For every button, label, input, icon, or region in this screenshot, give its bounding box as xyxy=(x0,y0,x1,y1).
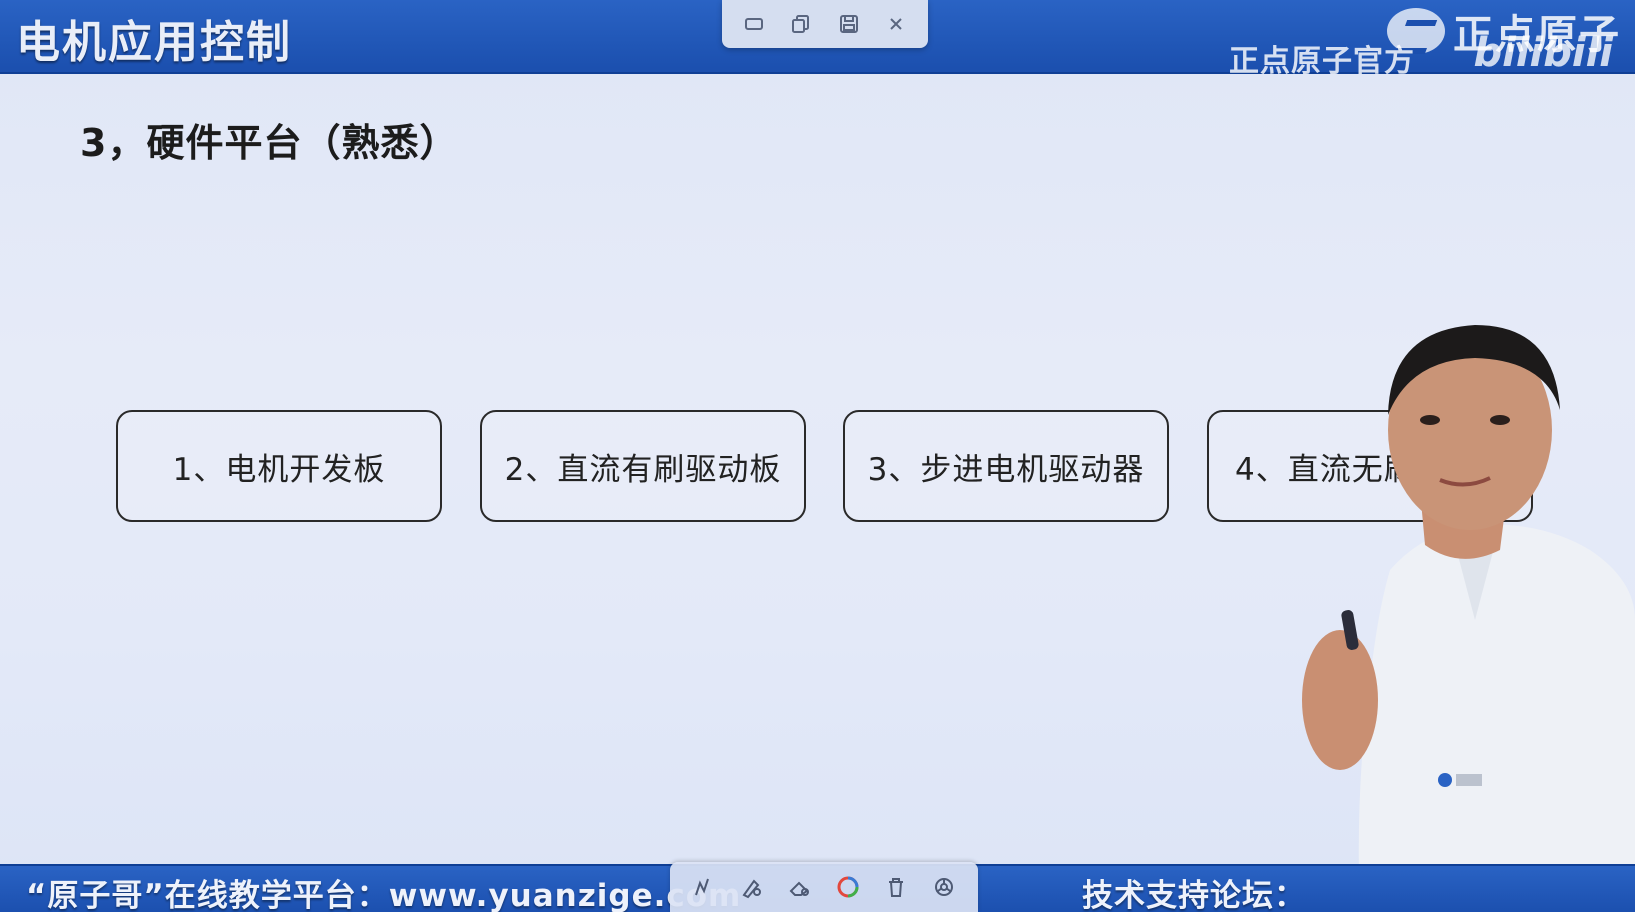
annotation-toolbar xyxy=(670,862,978,912)
channel-watermark: 正点原子官方 xyxy=(1229,44,1415,79)
hardware-card-dc-brushed-driver: 2、直流有刷驱动板 xyxy=(480,410,806,522)
close-icon[interactable] xyxy=(880,8,912,40)
hardware-card-stepper-driver: 3、步进电机驱动器 xyxy=(843,410,1169,522)
eraser-icon[interactable] xyxy=(783,870,817,904)
slide-heading: 3，硬件平台（熟悉） xyxy=(80,121,459,165)
copy-icon[interactable] xyxy=(785,8,817,40)
save-icon[interactable] xyxy=(833,8,865,40)
course-title: 电机应用控制 xyxy=(16,17,292,68)
brand-logo: 正点原子 xyxy=(1387,2,1621,60)
brand-mark-icon xyxy=(1387,8,1445,54)
platform-url-text: “原子哥”在线教学平台：www.yuanzige.com xyxy=(26,878,742,912)
settings-icon[interactable] xyxy=(927,870,961,904)
brand-name: 正点原子 xyxy=(1453,12,1621,58)
color-picker-icon[interactable] xyxy=(831,870,865,904)
window-toolbar xyxy=(722,0,928,48)
minimize-window-icon[interactable] xyxy=(738,8,770,40)
support-forum-text: 技术支持论坛： xyxy=(1082,878,1306,912)
hardware-card-motor-dev-board: 1、电机开发板 xyxy=(116,410,442,522)
presenter-image xyxy=(1302,325,1635,912)
trash-icon[interactable] xyxy=(879,870,913,904)
bilibili-logo: bilibili xyxy=(1473,30,1613,76)
highlighter-icon[interactable] xyxy=(735,870,769,904)
pen-icon[interactable] xyxy=(687,870,721,904)
